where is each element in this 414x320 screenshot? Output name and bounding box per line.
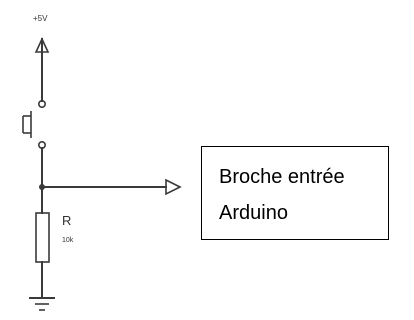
ground-symbol xyxy=(29,297,55,311)
push-button-switch xyxy=(22,100,46,150)
label-line-2: Arduino xyxy=(219,202,288,224)
resistor-body xyxy=(35,212,50,263)
arduino-input-label-box: Broche entrée Arduino xyxy=(201,146,389,240)
resistor-name: R xyxy=(62,213,71,228)
resistor-value: 10k xyxy=(62,237,74,244)
supply-label: +5V xyxy=(33,14,48,23)
label-line-1: Broche entrée xyxy=(219,166,345,188)
switch-top-contact xyxy=(37,100,46,109)
output-arrow-symbol xyxy=(165,178,182,196)
